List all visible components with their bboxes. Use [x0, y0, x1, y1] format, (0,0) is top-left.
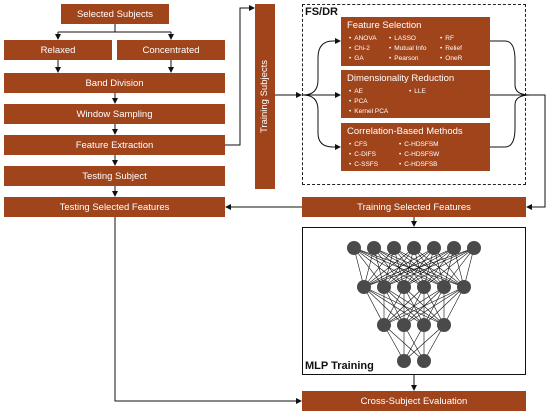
band-division-box: Band Division — [4, 73, 225, 93]
method-cfs: CFS — [349, 140, 378, 150]
branch-to-feature-selection — [302, 38, 341, 96]
feature-selection-title: Feature Selection — [347, 20, 422, 31]
mlp-edge — [363, 247, 435, 288]
method-c-hdsfsb: C-HDSFSB — [399, 160, 439, 170]
correlation-based-col1: CFS C-DIFS C-SSFS — [349, 140, 378, 170]
method-chi2: Chi-2 — [349, 44, 377, 54]
mlp-node-layer-3 — [417, 318, 431, 332]
method-c-hdsfsw: C-HDSFSW — [399, 150, 439, 160]
cross-subject-evaluation-box: Cross-Subject Evaluation — [302, 391, 526, 411]
method-relief: Relief — [440, 44, 462, 54]
correlation-based-col2: C-HDSFSM C-HDSFSW C-HDSFSB — [399, 140, 439, 170]
mlp-node-layer-4 — [417, 354, 431, 368]
method-oner: OneR — [440, 54, 462, 64]
mlp-node-layer-2 — [417, 280, 431, 294]
correlation-based-panel: Correlation-Based Methods CFS C-DIFS C-S… — [341, 123, 490, 171]
dimensionality-reduction-title: Dimensionality Reduction — [347, 73, 455, 84]
feature-selection-panel: Feature Selection ANOVA Chi-2 GA LASSO M… — [341, 17, 490, 66]
mlp-network — [347, 241, 481, 368]
mlp-edge — [443, 247, 475, 288]
mlp-edge — [443, 286, 465, 326]
mlp-node-layer-1 — [427, 241, 441, 255]
testing-subject-box: Testing Subject — [4, 166, 225, 186]
mlp-edge — [403, 247, 475, 288]
mlp-node-layer-1 — [467, 241, 481, 255]
method-pearson: Pearson — [389, 54, 426, 64]
mlp-node-layer-2 — [357, 280, 371, 294]
selected-subjects-box: Selected Subjects — [61, 4, 169, 24]
mlp-edge — [403, 324, 445, 362]
mlp-node-layer-3 — [437, 318, 451, 332]
dimensionality-reduction-panel: Dimensionality Reduction AE PCA Kernel P… — [341, 70, 490, 118]
mlp-edge — [423, 247, 475, 288]
branch-to-correlation — [302, 94, 341, 150]
mlp-node-layer-1 — [447, 241, 461, 255]
concentrated-box: Concentrated — [117, 40, 225, 60]
fsdr-title: FS/DR — [305, 6, 338, 18]
testing-selected-features-box: Testing Selected Features — [4, 197, 225, 217]
relaxed-box: Relaxed — [4, 40, 112, 60]
mlp-node-layer-2 — [437, 280, 451, 294]
mlp-node-layer-2 — [457, 280, 471, 294]
arrow-extraction-to-training — [225, 5, 255, 146]
mlp-node-layer-3 — [377, 318, 391, 332]
method-c-ssfs: C-SSFS — [349, 160, 378, 170]
feature-selection-col1: ANOVA Chi-2 GA — [349, 34, 377, 64]
mlp-node-layer-4 — [397, 354, 411, 368]
mlp-edge — [383, 247, 475, 288]
method-ae: AE — [349, 87, 388, 97]
mlp-edge — [363, 247, 455, 288]
method-c-hdsfsm: C-HDSFSM — [399, 140, 439, 150]
method-mutual-info: Mutual Info — [389, 44, 426, 54]
method-lasso: LASSO — [389, 34, 426, 44]
mlp-edge — [363, 247, 395, 288]
mlp-node-layer-2 — [377, 280, 391, 294]
method-lle: LLE — [409, 87, 426, 97]
mlp-frame — [302, 227, 526, 375]
merge-from-correlation — [490, 94, 531, 148]
mlp-edge — [383, 286, 465, 326]
mlp-edge — [383, 286, 405, 326]
method-rf: RF — [440, 34, 462, 44]
merge-from-feature-selection — [490, 40, 531, 96]
mlp-edge — [383, 286, 445, 326]
mlp-node-layer-1 — [407, 241, 421, 255]
method-ga: GA — [349, 54, 377, 64]
flow-arrows — [55, 5, 546, 404]
arrow-to-training-selected — [526, 94, 546, 210]
window-sampling-box: Window Sampling — [4, 104, 225, 124]
mlp-edge — [403, 286, 465, 326]
mlp-edge — [363, 286, 385, 326]
mlp-training-label: MLP Training — [305, 360, 374, 372]
feature-selection-col2: LASSO Mutual Info Pearson — [389, 34, 426, 64]
mlp-node-layer-3 — [397, 318, 411, 332]
method-kernel-pca: Kernel PCA — [349, 107, 388, 117]
method-pca: PCA — [349, 97, 388, 107]
arrow-testing-to-evaluation — [114, 217, 302, 404]
mlp-edge — [363, 247, 415, 288]
training-subjects-box: Training Subjects — [255, 4, 275, 189]
feature-extraction-box: Feature Extraction — [4, 135, 225, 155]
dimensionality-reduction-col1: AE PCA Kernel PCA — [349, 87, 388, 117]
mlp-edge — [423, 286, 465, 326]
mlp-edge — [383, 286, 425, 326]
dimensionality-reduction-col2: LLE — [409, 87, 426, 97]
mlp-node-layer-2 — [397, 280, 411, 294]
training-selected-features-box: Training Selected Features — [302, 197, 526, 217]
correlation-based-title: Correlation-Based Methods — [347, 126, 463, 137]
split-line — [58, 24, 171, 33]
mlp-node-layer-1 — [367, 241, 381, 255]
feature-selection-col3: RF Relief OneR — [440, 34, 462, 64]
mlp-node-layer-1 — [347, 241, 361, 255]
method-anova: ANOVA — [349, 34, 376, 44]
method-c-difs: C-DIFS — [349, 150, 378, 160]
mlp-node-layer-1 — [387, 241, 401, 255]
